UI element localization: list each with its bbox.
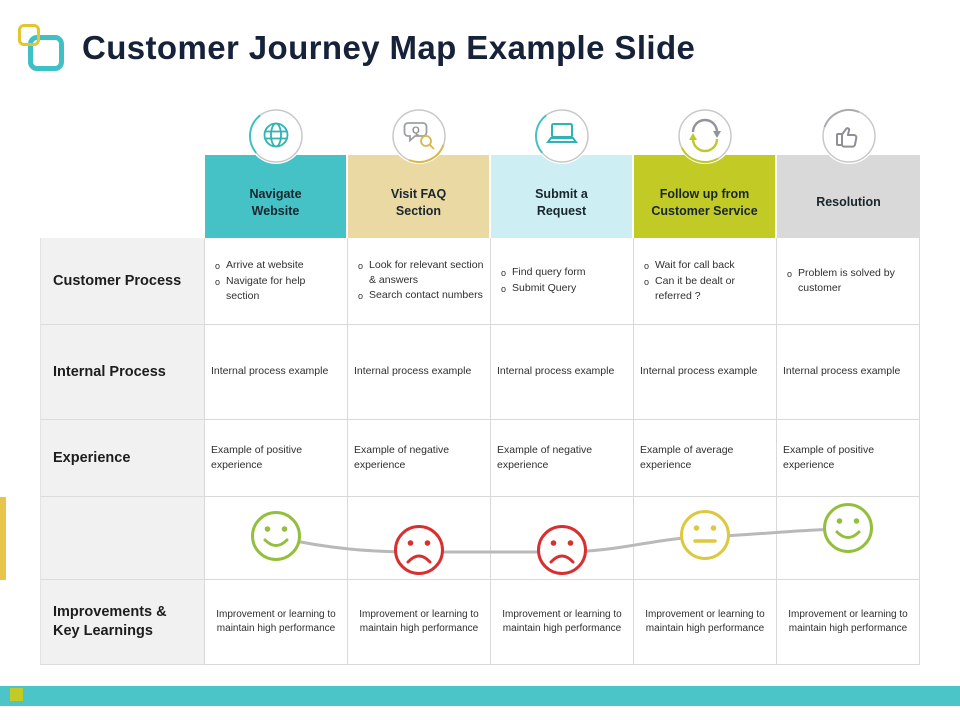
- bullet-item: Problem is solved by customer: [798, 266, 895, 294]
- logo-teal-square-icon: [28, 35, 64, 71]
- table-corner-cell: [40, 155, 205, 238]
- neutral-face-icon: [678, 508, 732, 562]
- improvement-cell: Improvement or learning to maintain high…: [491, 580, 634, 665]
- stage-header-follow-up: Follow up from Customer Service: [634, 108, 777, 238]
- bullet-item: Find query form: [512, 265, 586, 278]
- sentiment-cell-sad: [491, 497, 634, 580]
- sad-face-icon: [392, 523, 446, 577]
- bullet-item: Can it be dealt or referred ?: [655, 274, 735, 303]
- stage-label: Visit FAQ Section: [390, 187, 447, 218]
- improvement-cell: Improvement or learning to maintain high…: [777, 580, 920, 665]
- laptop-icon: [533, 108, 590, 164]
- logo-yellow-square-icon: [18, 24, 40, 46]
- improvement-cell: Improvement or learning to maintain high…: [348, 580, 491, 665]
- bullet-item: Wait for call back: [655, 258, 735, 271]
- bottom-accent-square: [10, 688, 23, 701]
- bottom-accent-bar: [0, 686, 960, 706]
- sentiment-cell-neutral: [634, 497, 777, 580]
- internal-process-cell: Internal process example: [491, 325, 634, 420]
- sad-face-icon: [535, 523, 589, 577]
- bullet-item: Navigate for help section: [226, 274, 306, 303]
- stage-header-visit-faq: Q Visit FAQ Section: [348, 108, 491, 238]
- experience-cell: Example of positive experience: [777, 420, 920, 497]
- customer-process-cell: Find query form Submit Query: [491, 238, 634, 325]
- internal-process-cell: Internal process example: [348, 325, 491, 420]
- stage-label: Submit a Request: [535, 187, 588, 218]
- improvement-cell: Improvement or learning to maintain high…: [205, 580, 348, 665]
- internal-process-cell: Internal process example: [777, 325, 920, 420]
- svg-text:Q: Q: [412, 126, 420, 137]
- globe-icon: [247, 108, 304, 164]
- happy-face-icon: [821, 501, 875, 555]
- internal-process-cell: Internal process example: [634, 325, 777, 420]
- row-label-internal-process: Internal Process: [40, 325, 205, 420]
- bullet-item: Search contact numbers: [369, 289, 483, 302]
- journey-map-table: Navigate Website Q Visit FAQ Section: [40, 108, 920, 665]
- sentiment-cell-happy: [205, 497, 348, 580]
- row-label-sentiment: [40, 497, 205, 580]
- title-row: Customer Journey Map Example Slide: [16, 20, 695, 76]
- experience-cell: Example of negative experience: [491, 420, 634, 497]
- row-label-customer-process: Customer Process: [40, 238, 205, 325]
- experience-cell: Example of positive experience: [205, 420, 348, 497]
- side-accent-bar: [0, 497, 6, 580]
- stage-header-submit-request: Submit a Request: [491, 108, 634, 238]
- sentiment-cell-happy: [777, 497, 920, 580]
- customer-process-cell: Problem is solved by customer: [777, 238, 920, 325]
- stage-label: Navigate Website: [249, 187, 302, 218]
- customer-process-cell: Wait for call back Can it be dealt or re…: [634, 238, 777, 325]
- bullet-item: Arrive at website: [226, 258, 304, 271]
- bullet-item: Look for relevant section & answers: [369, 258, 484, 286]
- experience-cell: Example of negative experience: [348, 420, 491, 497]
- refresh-arrows-icon: [676, 108, 733, 164]
- customer-process-cell: Look for relevant section & answers Sear…: [348, 238, 491, 325]
- improvement-cell: Improvement or learning to maintain high…: [634, 580, 777, 665]
- row-label-experience: Experience: [40, 420, 205, 497]
- sentiment-cell-sad: [348, 497, 491, 580]
- slide-title: Customer Journey Map Example Slide: [82, 29, 696, 66]
- internal-process-cell: Internal process example: [205, 325, 348, 420]
- stage-label: Follow up from Customer Service: [651, 187, 758, 218]
- customer-process-cell: Arrive at website Navigate for help sect…: [205, 238, 348, 325]
- stage-label: Resolution: [816, 195, 881, 210]
- experience-cell: Example of average experience: [634, 420, 777, 497]
- thumbs-up-icon: [820, 108, 877, 164]
- faq-search-icon: Q: [390, 108, 447, 164]
- stage-header-navigate-website: Navigate Website: [205, 108, 348, 238]
- happy-face-icon: [249, 509, 303, 563]
- row-label-improvements: Improvements & Key Learnings: [40, 580, 205, 665]
- brand-logo: [16, 20, 72, 76]
- bullet-item: Submit Query: [512, 282, 577, 294]
- stage-header-resolution: Resolution: [777, 108, 920, 238]
